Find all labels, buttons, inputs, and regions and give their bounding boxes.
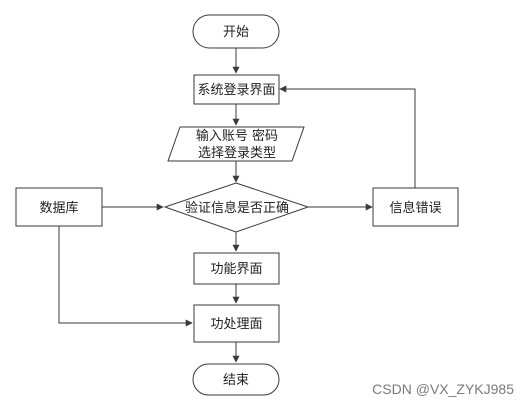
- info-error-node: 信息错误: [372, 187, 459, 227]
- process-screen-node: 功处理面: [193, 304, 280, 343]
- edge-database-to-process: [58, 226, 193, 327]
- decision-node: 验证信息是否正确: [163, 182, 310, 233]
- input-label-line2: 选择登录类型: [198, 146, 276, 161]
- info-error-label: 信息错误: [389, 200, 441, 216]
- edge-error-to-login: [279, 85, 416, 188]
- database-node: 数据库: [15, 187, 103, 227]
- function-screen-node: 功能界面: [193, 252, 280, 285]
- login-screen-node: 系统登录界面: [193, 74, 280, 105]
- start-label: 开始: [223, 25, 249, 40]
- database-label: 数据库: [39, 200, 78, 216]
- start-node: 开始: [192, 14, 280, 49]
- decision-label: 验证信息是否正确: [185, 200, 289, 216]
- end-node: 结束: [192, 363, 280, 396]
- input-label-line1: 输入账号 密码: [196, 128, 278, 144]
- input-node: 输入账号 密码 选择登录类型: [167, 126, 305, 162]
- process-screen-label: 功处理面: [210, 317, 262, 332]
- end-label: 结束: [223, 373, 249, 388]
- function-screen-label: 功能界面: [210, 262, 262, 277]
- login-screen-label: 系统登录界面: [197, 83, 275, 98]
- watermark-text: CSDN @VX_ZYKJ985: [372, 381, 514, 397]
